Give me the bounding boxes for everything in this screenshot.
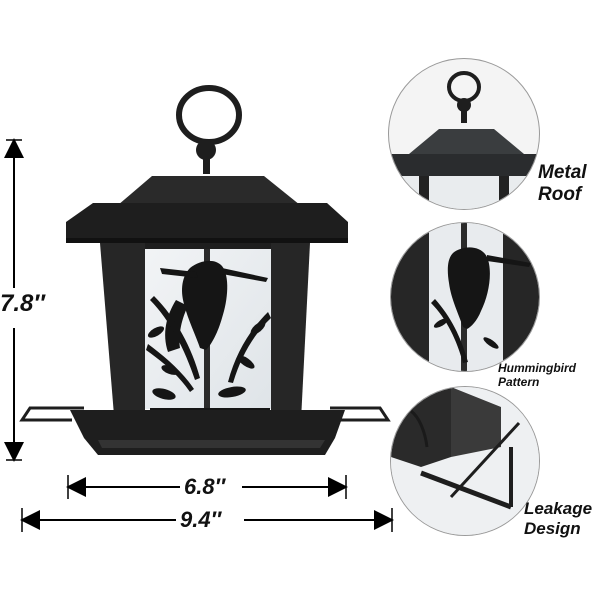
height-label: 7.8″: [0, 290, 45, 317]
outer-width-label: 9.4″: [180, 507, 222, 532]
hanging-ring: [176, 85, 242, 174]
outer-width-dimension-arrow: [20, 508, 394, 532]
roof-detail-circle: [388, 58, 540, 210]
height-dimension-arrow: [0, 138, 30, 462]
roof-callout-line1: Metal: [538, 162, 587, 183]
leakage-callout-label: Leakage Design: [524, 499, 592, 538]
inner-width-dimension-arrow: [66, 475, 348, 499]
leakage-detail-image: [391, 387, 539, 535]
pattern-callout-label: Hummingbird Pattern: [498, 361, 576, 390]
roof-detail-image: [389, 71, 539, 209]
pattern-callout-line2: Pattern: [498, 374, 540, 389]
leakage-callout-line1: Leakage: [524, 499, 593, 518]
pattern-callout-line1: Hummingbird: [498, 361, 576, 375]
feeding-tray: [19, 406, 391, 455]
roof-callout-line2: Roof: [538, 183, 582, 205]
leakage-callout-line2: Design: [524, 518, 581, 538]
pattern-detail-image: [391, 223, 539, 371]
pattern-detail-circle: [390, 222, 540, 372]
leakage-detail-circle: [390, 386, 540, 536]
roof-callout-label: Metal Roof: [538, 162, 587, 206]
inner-width-label: 6.8″: [184, 474, 226, 499]
feeder-body: [100, 243, 310, 440]
metal-roof: [66, 176, 348, 243]
